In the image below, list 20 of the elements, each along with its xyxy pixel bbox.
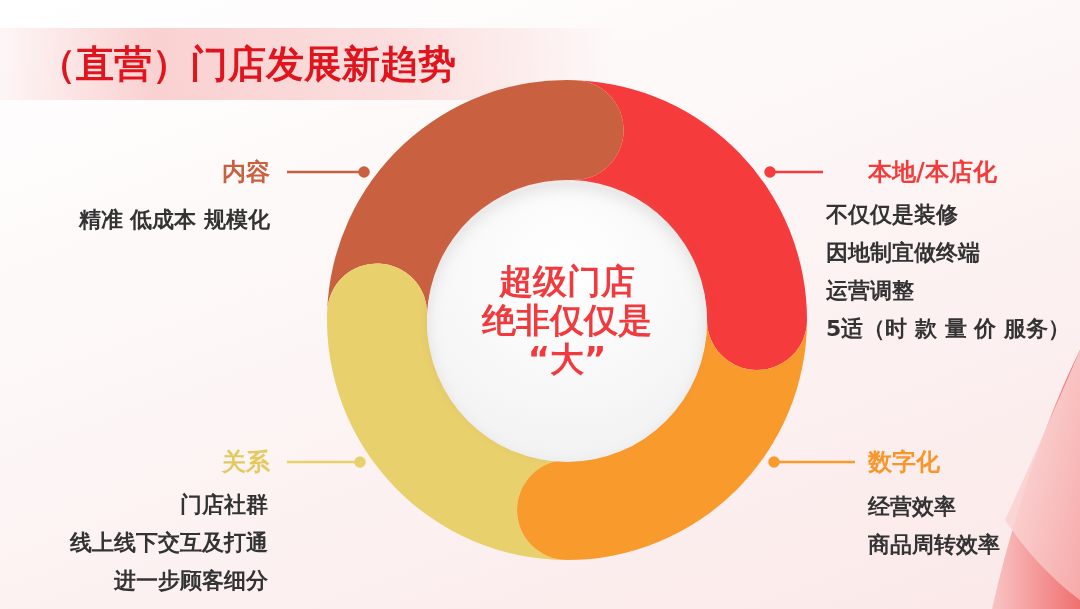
center-text: 超级门店绝非仅仅是“大” [480,262,653,379]
list-item: 精准 低成本 规模化 [78,206,270,234]
list-item: 进一步顾客细分 [114,567,268,595]
leader-line [764,166,823,178]
heading: 数字化 [868,447,940,478]
list-item: 商品周转效率 [868,531,1000,559]
title: （直营）门店发展新趋势 [38,41,456,88]
heading: 内容 [222,157,270,188]
list-item: 因地制宜做终端 [826,239,980,267]
leader-line [768,456,855,468]
leader-line [287,166,370,178]
list-item: 门店社群 [180,491,268,519]
heading: 关系 [222,447,270,478]
list-item: 5适（时 款 量 价 服务） [826,315,1070,343]
list-item: 经营效率 [868,493,956,521]
list-item: 不仅仅是装修 [826,201,958,229]
list-item: 线上线下交互及打通 [70,529,268,557]
list-item: 运营调整 [826,277,914,305]
heading: 本地/本店化 [868,157,997,188]
leader-line [287,456,366,468]
